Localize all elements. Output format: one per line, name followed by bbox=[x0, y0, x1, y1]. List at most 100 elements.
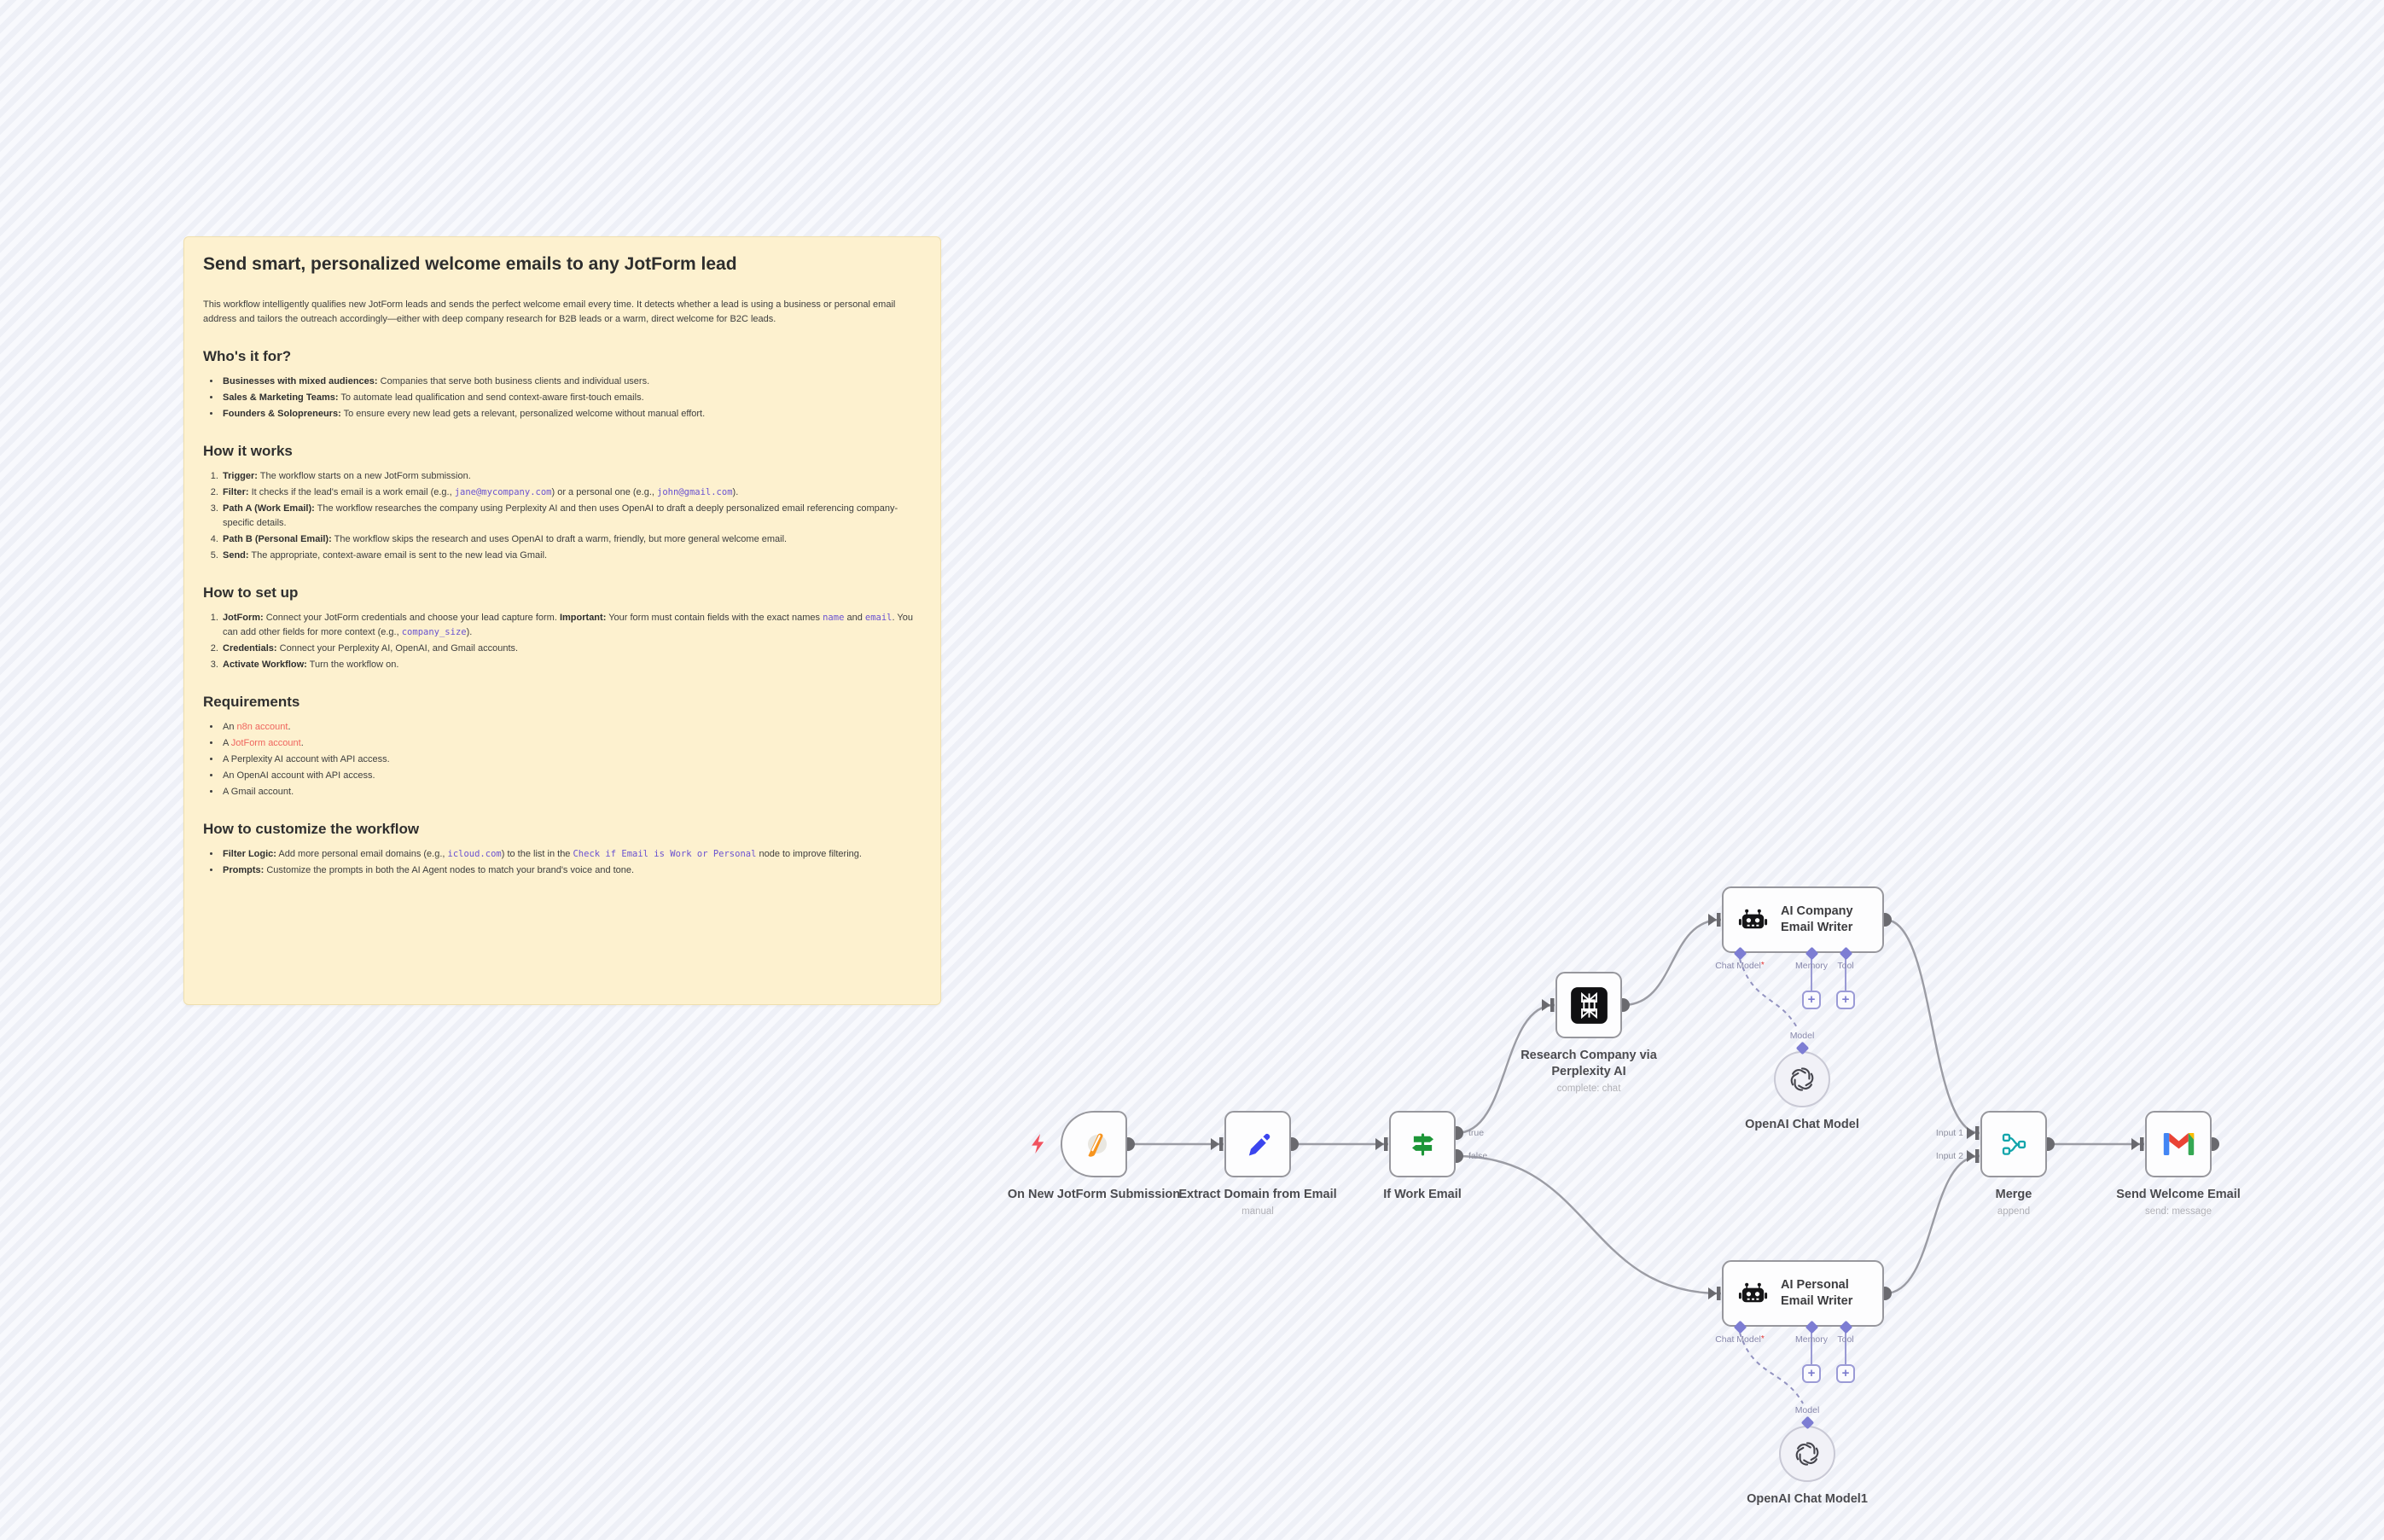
input-port[interactable] bbox=[1967, 1149, 1980, 1163]
node-openai2[interactable] bbox=[1779, 1426, 1835, 1482]
node-personal[interactable]: AI Personal Email Writer bbox=[1722, 1260, 1884, 1327]
connector-label: Memory bbox=[1795, 1334, 1828, 1345]
add-memory-button[interactable]: + bbox=[1802, 991, 1821, 1009]
connection-company-merge-input1[interactable] bbox=[1884, 918, 1980, 1135]
text-run: This workflow intelligently qualifies ne… bbox=[203, 299, 896, 324]
list-item: Sales & Marketing Teams: To automate lea… bbox=[221, 391, 922, 405]
text-run: Add more personal email domains (e.g., bbox=[276, 849, 448, 859]
bold-text-run: JotForm: bbox=[223, 613, 264, 623]
sticky-section-heading: How to customize the workflow bbox=[203, 821, 420, 837]
bold-text-run: Prompts: bbox=[223, 865, 265, 875]
bold-text-run: Send: bbox=[223, 550, 249, 561]
pencil-icon bbox=[1242, 1129, 1274, 1160]
list-item: Filter: It checks if the lead's email is… bbox=[221, 485, 922, 500]
sticky-list: Filter Logic: Add more personal email do… bbox=[203, 847, 922, 878]
bold-text-run: Important: bbox=[559, 613, 607, 623]
input-port[interactable] bbox=[1211, 1137, 1224, 1151]
input-port[interactable] bbox=[1542, 998, 1555, 1012]
input-port[interactable] bbox=[1708, 1287, 1721, 1300]
text-run: ). bbox=[732, 487, 739, 497]
node-merge[interactable] bbox=[1980, 1111, 2047, 1177]
text-run: node to improve filtering. bbox=[756, 849, 862, 859]
robot-icon bbox=[1736, 904, 1770, 937]
list-item: Send: The appropriate, context-aware ema… bbox=[221, 549, 922, 563]
input-port[interactable] bbox=[2131, 1137, 2144, 1151]
input-label-input-2: Input 2 bbox=[1935, 1151, 1963, 1161]
inline-code: icloud.com bbox=[447, 849, 502, 859]
robot-icon bbox=[1736, 1277, 1770, 1310]
text-run: Companies that serve both business clien… bbox=[377, 376, 650, 386]
text-run: ). bbox=[466, 627, 473, 637]
text-run: Connect your Perplexity AI, OpenAI, and … bbox=[276, 643, 519, 654]
add-tool-button[interactable]: + bbox=[1836, 1364, 1855, 1383]
node-title: AI Personal Email Writer bbox=[1781, 1277, 1853, 1308]
node-title: AI Company Email Writer bbox=[1781, 904, 1853, 934]
node-if[interactable] bbox=[1389, 1111, 1456, 1177]
bold-text-run: Activate Workflow: bbox=[223, 660, 307, 670]
text-run: The workflow starts on a new JotForm sub… bbox=[257, 471, 471, 481]
text-run: Turn the workflow on. bbox=[306, 660, 399, 670]
text-run: To ensure every new lead gets a relevant… bbox=[340, 409, 706, 419]
connector-label: Chat Model* bbox=[1715, 1334, 1765, 1345]
sticky-list: Trigger: The workflow starts on a new Jo… bbox=[203, 469, 922, 563]
bold-text-run: Trigger: bbox=[223, 471, 258, 481]
gmail-icon bbox=[2161, 1130, 2196, 1158]
node-openai1[interactable] bbox=[1774, 1051, 1830, 1107]
output-label-true: true bbox=[1468, 1128, 1485, 1138]
connection-if-false-personal[interactable] bbox=[1456, 1154, 1722, 1295]
inline-code: company_size bbox=[401, 627, 467, 637]
list-item: Credentials: Connect your Perplexity AI,… bbox=[221, 642, 922, 656]
input-port[interactable] bbox=[1967, 1126, 1980, 1140]
inline-code: email bbox=[864, 613, 893, 623]
jotform-icon bbox=[1077, 1127, 1111, 1161]
list-item: Prompts: Customize the prompts in both t… bbox=[221, 863, 922, 878]
list-item: An OpenAI account with API access. bbox=[221, 769, 922, 783]
list-item: A Perplexity AI account with API access. bbox=[221, 753, 922, 767]
list-item: Path B (Personal Email): The workflow sk… bbox=[221, 532, 922, 547]
node-subtitle: append bbox=[1997, 1206, 2031, 1217]
required-asterisk: * bbox=[1760, 961, 1765, 970]
bold-text-run: Founders & Solopreneurs: bbox=[223, 409, 341, 419]
merge-icon bbox=[1998, 1129, 2030, 1160]
list-item: Businesses with mixed audiences: Compani… bbox=[221, 375, 922, 389]
text-run: Customize the prompts in both the AI Age… bbox=[264, 865, 635, 875]
list-item: A JotForm account. bbox=[221, 736, 922, 751]
node-label: OpenAI Chat Model1 bbox=[1747, 1492, 1868, 1506]
add-memory-button[interactable]: + bbox=[1802, 1364, 1821, 1383]
text-run: Your form must contain fields with the e… bbox=[606, 613, 823, 623]
perplexity-icon bbox=[1570, 986, 1608, 1025]
node-extract[interactable] bbox=[1224, 1111, 1291, 1177]
node-label: If Work Email bbox=[1383, 1188, 1462, 1201]
text-run: . bbox=[300, 738, 304, 748]
signpost-icon bbox=[1407, 1129, 1439, 1160]
list-item: Activate Workflow: Turn the workflow on. bbox=[221, 658, 922, 672]
connector-label: Memory bbox=[1795, 961, 1828, 971]
node-subtitle: complete: chat bbox=[1556, 1083, 1621, 1094]
add-tool-button[interactable]: + bbox=[1836, 991, 1855, 1009]
node-gmail[interactable] bbox=[2145, 1111, 2212, 1177]
requirement-link[interactable]: n8n account bbox=[236, 722, 288, 732]
openai-icon bbox=[1788, 1065, 1817, 1094]
text-run: An bbox=[223, 722, 237, 732]
list-item: Filter Logic: Add more personal email do… bbox=[221, 847, 922, 862]
model-connector-label: Model bbox=[1789, 1031, 1815, 1041]
input-port[interactable] bbox=[1375, 1137, 1388, 1151]
node-subtitle: send: message bbox=[2145, 1206, 2212, 1217]
text-run: An OpenAI account with API access. bbox=[223, 770, 375, 781]
requirement-link[interactable]: JotForm account bbox=[230, 738, 301, 748]
input-label-input-1: Input 1 bbox=[1935, 1128, 1963, 1138]
sticky-note[interactable]: Send smart, personalized welcome emails … bbox=[183, 236, 941, 1005]
input-port[interactable] bbox=[1708, 913, 1721, 927]
connection-personal-merge-input2[interactable] bbox=[1884, 1154, 1980, 1295]
connector-label: Tool bbox=[1837, 961, 1854, 971]
node-jotform[interactable] bbox=[1061, 1111, 1127, 1177]
text-run: ) or a personal one (e.g., bbox=[551, 487, 658, 497]
sticky-paragraph: This workflow intelligently qualifies ne… bbox=[203, 298, 922, 327]
connector-label: Tool bbox=[1837, 1334, 1854, 1345]
bold-text-run: Filter Logic: bbox=[223, 849, 276, 859]
node-research[interactable] bbox=[1555, 972, 1622, 1038]
node-company[interactable]: AI Company Email Writer bbox=[1722, 886, 1884, 953]
text-run: . You can add other fields for more cont… bbox=[223, 613, 913, 637]
